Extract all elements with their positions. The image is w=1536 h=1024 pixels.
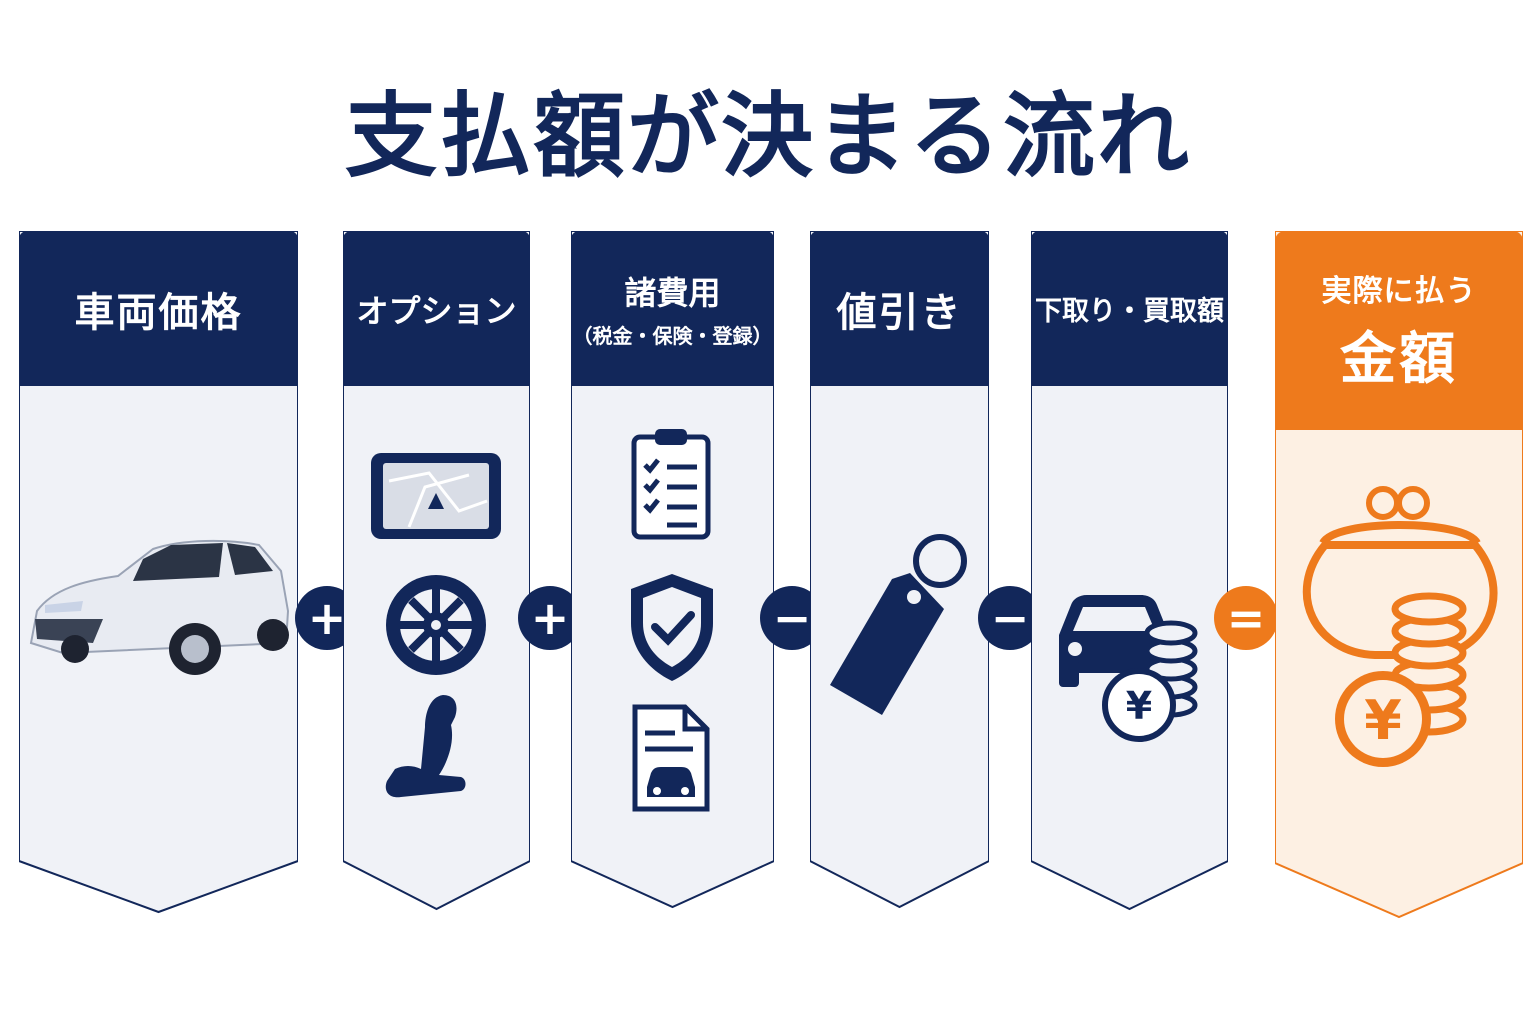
step-label: 車両価格 — [74, 289, 243, 336]
yen-symbol: ¥ — [1126, 684, 1152, 728]
step-vehicle-price: 車両価格 — [19, 231, 298, 914]
shield-check-icon — [631, 574, 713, 681]
step-actual-payment: 実際に払う 金額 ¥ — [1275, 231, 1523, 921]
page-title: 支払額が決まる流れ — [344, 83, 1191, 190]
step-sublabel: （税金・保険・登録） — [572, 324, 773, 348]
wheel-icon — [386, 575, 486, 675]
step-label: 下取り・買取額 — [1035, 296, 1224, 327]
equals-operator: = — [1214, 586, 1278, 650]
seat-icon — [385, 695, 466, 798]
navigation-monitor-icon — [371, 453, 501, 539]
car-with-yen-coins-icon: ¥ — [1059, 595, 1198, 742]
vehicle-document-icon — [632, 704, 710, 812]
step-label-main: 金額 — [1340, 327, 1458, 392]
step-label-top: 実際に払う — [1321, 274, 1477, 309]
checklist-icon — [631, 429, 711, 540]
step-trade-in: 下取り・買取額 ¥ — [1031, 231, 1228, 914]
car-photo — [29, 539, 290, 675]
step-discount: 値引き — [810, 231, 989, 914]
purse-with-yen-coins-icon: ¥ — [1302, 486, 1498, 767]
step-label: 諸費用 — [624, 274, 721, 312]
step-label: 値引き — [836, 289, 963, 336]
step-label: オプション — [356, 291, 517, 330]
yen-symbol: ¥ — [1364, 689, 1402, 752]
price-tag-icon — [830, 534, 967, 715]
step-fees: 諸費用 （税金・保険・登録） — [571, 231, 774, 914]
step-options: オプション — [343, 231, 530, 914]
